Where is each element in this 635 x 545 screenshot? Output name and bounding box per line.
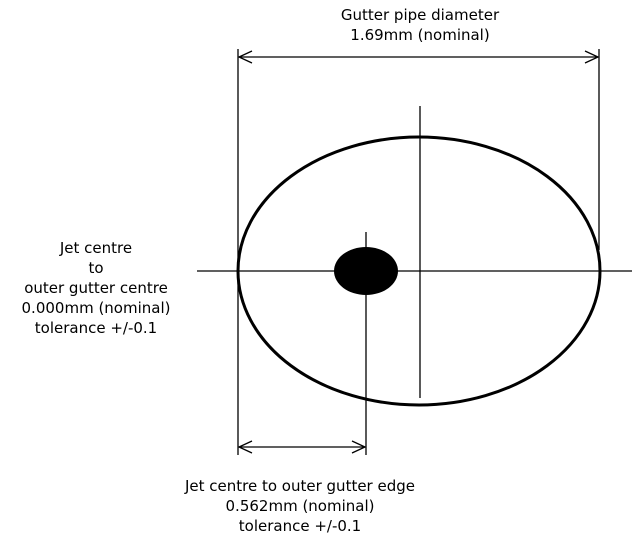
- diameter-value: 1.69mm (nominal): [350, 26, 490, 44]
- centre-label-line: Jet centre: [59, 239, 133, 257]
- diameter-title: Gutter pipe diameter: [340, 6, 500, 24]
- centre-label: Jet centre to outer gutter centre 0.000m…: [0, 238, 192, 338]
- centre-label-line: to: [88, 259, 104, 277]
- centre-tolerance: tolerance +/-0.1: [34, 319, 158, 337]
- centre-label-line: outer gutter centre: [24, 279, 168, 297]
- centre-value: 0.000mm (nominal): [21, 299, 171, 317]
- edge-tolerance: tolerance +/-0.1: [238, 517, 362, 535]
- arrowhead-right: [584, 50, 600, 64]
- diameter-label: Gutter pipe diameter 1.69mm (nominal): [300, 5, 540, 45]
- jet-dot: [334, 247, 398, 295]
- edge-title: Jet centre to outer gutter edge: [184, 477, 415, 495]
- edge-value: 0.562mm (nominal): [225, 497, 375, 515]
- gutter-pipe-circle: [236, 135, 602, 407]
- edge-label: Jet centre to outer gutter edge 0.562mm …: [150, 476, 450, 536]
- arrowhead-right: [351, 440, 367, 454]
- arrowhead-left: [237, 50, 253, 64]
- arrowhead-left: [237, 440, 253, 454]
